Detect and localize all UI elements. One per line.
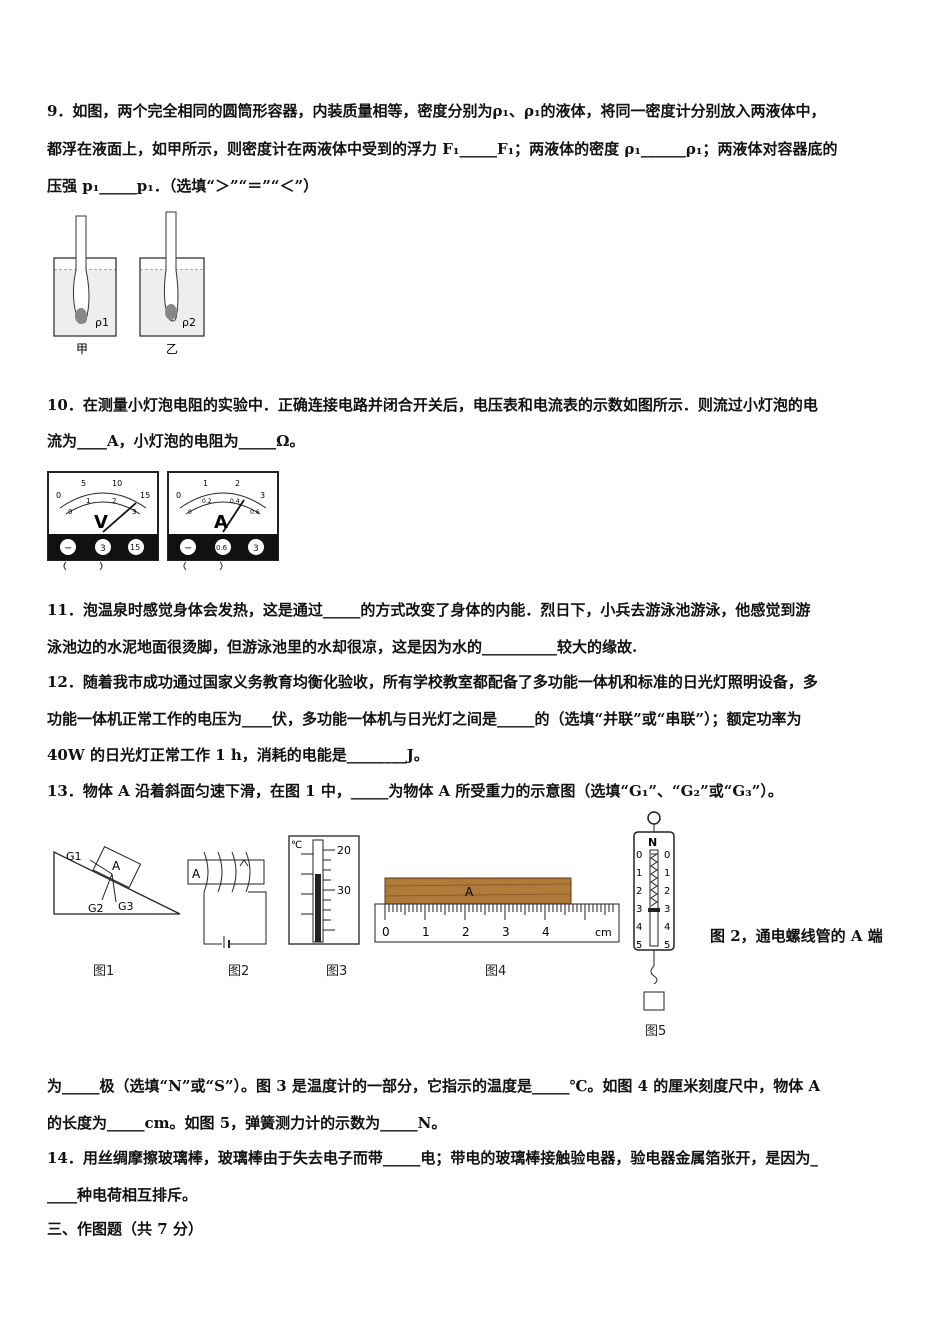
svg-text:A: A xyxy=(465,885,474,899)
svg-text:0: 0 xyxy=(68,508,72,516)
fig1-caption: 图1 xyxy=(93,964,115,979)
fig4-ruler: A 0 1 2 3 4 cm xyxy=(374,877,620,943)
q12-line2: 功能一体机正常工作的电压为____伏，多功能一体机与日光灯之间是_____的（选… xyxy=(47,710,802,728)
q9-line3: 压强 p₁_____p₁．（选填“＞”“＝”“＜”） xyxy=(47,177,319,195)
svg-text:3: 3 xyxy=(664,904,670,915)
ammeter: 0 1 2 3 0 0.2 0.4 0.6 A − 0.6 3 xyxy=(167,471,279,571)
fig2-solenoid: A xyxy=(187,851,267,948)
section-3-heading: 三、作图题（共 7 分） xyxy=(47,1220,203,1238)
fig3-thermometer: ℃ 20 30 xyxy=(288,835,360,945)
svg-text:1: 1 xyxy=(203,479,208,488)
svg-text:G3: G3 xyxy=(118,900,134,913)
svg-text:A: A xyxy=(112,859,121,873)
svg-text:0: 0 xyxy=(636,850,642,861)
svg-text:3: 3 xyxy=(100,544,106,554)
svg-text:1: 1 xyxy=(422,925,430,939)
fig3-scale-ticks xyxy=(301,849,335,931)
svg-text:4: 4 xyxy=(664,922,670,933)
q11-line1: 11．泡温泉时感觉身体会发热，这是通过_____的方式改变了身体的内能．烈日下，… xyxy=(47,601,811,619)
svg-text:0: 0 xyxy=(188,509,192,516)
svg-text:3: 3 xyxy=(132,508,136,516)
q13-line2: 为_____极（选填“N”或“S”）。图 3 是温度计的一部分，它指示的温度是_… xyxy=(47,1077,821,1095)
svg-text:5: 5 xyxy=(81,479,86,488)
svg-text:1: 1 xyxy=(636,868,642,879)
fig1-incline: A G1 G2 G3 xyxy=(53,845,181,915)
ammeter-needle xyxy=(222,499,245,533)
fig3-liquid-column xyxy=(315,874,321,942)
q13-line3: 的长度为_____cm。如图 5，弹簧测力计的示数为_____N。 xyxy=(47,1114,447,1132)
rho1-label: ρ1 xyxy=(95,316,109,329)
svg-text:20: 20 xyxy=(337,844,351,857)
svg-text:0: 0 xyxy=(382,925,390,939)
fig5-scale-labels: 0 1 2 3 4 5 0 1 2 3 4 5 xyxy=(636,850,670,951)
fig5-spring-scale: N 0 1 2 3 4 5 0 1 2 3 4 5 xyxy=(633,811,675,1011)
svg-text:2: 2 xyxy=(636,886,642,897)
svg-text:0: 0 xyxy=(664,850,670,861)
q12-line3: 40W 的日光灯正常工作 1 h，消耗的电能是________J。 xyxy=(47,746,429,764)
label-jia: 甲 xyxy=(76,342,88,356)
fig5-pointer xyxy=(648,908,660,912)
svg-text:10: 10 xyxy=(112,479,122,488)
q10-line2: 流为____A，小灯泡的电阻为_____Ω。 xyxy=(47,432,305,450)
svg-text:2: 2 xyxy=(235,479,240,488)
q12-line1: 12．随着我市成功通过国家义务教育均衡化验收，所有学校教室都配备了多功能一体机和… xyxy=(47,673,818,691)
svg-text:G1: G1 xyxy=(66,850,82,863)
q13-line1: 13．物体 A 沿着斜面匀速下滑，在图 1 中，_____为物体 A 所受重力的… xyxy=(47,782,783,800)
meters-figure: 0 5 10 15 0 1 2 3 V − 3 15 0 1 2 3 0 0.2… xyxy=(47,471,279,571)
svg-text:1: 1 xyxy=(664,868,670,879)
q9-line1: 9．如图，两个完全相同的圆筒形容器，内装质量相等，密度分别为ρ₁、ρ₁的液体，将… xyxy=(47,102,826,120)
svg-text:−: − xyxy=(64,543,72,554)
svg-text:2: 2 xyxy=(112,497,116,505)
q14-line2: ____种电荷相互排斥。 xyxy=(47,1186,198,1204)
hydrometer-figure: ρ1 甲 ρ2 乙 xyxy=(53,211,205,356)
svg-text:0.4: 0.4 xyxy=(230,498,240,505)
svg-text:5: 5 xyxy=(636,940,642,951)
voltmeter-needle xyxy=(102,502,137,533)
svg-text:0.6: 0.6 xyxy=(250,509,260,516)
svg-text:3: 3 xyxy=(636,904,642,915)
svg-text:2: 2 xyxy=(664,886,670,897)
svg-text:5: 5 xyxy=(664,940,670,951)
beaker-yi: ρ2 乙 xyxy=(139,211,205,356)
rho2-label: ρ2 xyxy=(182,316,196,329)
svg-text:4: 4 xyxy=(636,922,642,933)
svg-text:0.2: 0.2 xyxy=(202,498,212,505)
voltmeter-symbol: V xyxy=(94,512,108,533)
voltmeter: 0 5 10 15 0 1 2 3 V − 3 15 xyxy=(47,471,159,571)
svg-text:−: − xyxy=(184,543,192,554)
q14-line1: 14．用丝绸摩擦玻璃棒，玻璃棒由于失去电子而带_____电；带电的玻璃棒接触验电… xyxy=(47,1149,818,1167)
svg-text:1: 1 xyxy=(86,497,90,505)
fig3-caption: 图3 xyxy=(326,964,348,979)
fig4-caption: 图4 xyxy=(485,964,507,979)
fig4-block-a xyxy=(384,877,572,905)
fig2-caption: 图2 xyxy=(228,964,250,979)
q10-line1: 10．在测量小灯泡电阻的实验中．正确连接电路并闭合开关后，电压表和电流表的示数如… xyxy=(47,396,818,414)
svg-text:3: 3 xyxy=(260,491,265,500)
svg-text:0: 0 xyxy=(56,491,61,500)
fig5-caption: 图5 xyxy=(645,1024,667,1039)
svg-text:15: 15 xyxy=(140,491,150,500)
ammeter-symbol: A xyxy=(214,512,228,533)
svg-text:A: A xyxy=(192,867,201,881)
svg-text:0.6: 0.6 xyxy=(216,544,228,552)
svg-text:cm: cm xyxy=(595,926,612,939)
svg-text:15: 15 xyxy=(130,543,140,552)
fig4-ruler-ticks xyxy=(384,904,614,920)
svg-text:30: 30 xyxy=(337,884,351,897)
svg-text:3: 3 xyxy=(502,925,510,939)
svg-text:4: 4 xyxy=(542,925,550,939)
svg-text:℃: ℃ xyxy=(291,840,302,851)
q9-line2: 都浮在液面上，如甲所示，则密度计在两液体中受到的浮力 F₁_____F₁；两液体… xyxy=(47,140,838,158)
svg-text:3: 3 xyxy=(253,544,259,554)
svg-text:N: N xyxy=(648,836,657,849)
svg-text:0: 0 xyxy=(176,491,181,500)
q11-line2: 泳池边的水泥地面很烫脚，但游泳池里的水却很凉，这是因为水的__________较… xyxy=(47,638,638,656)
svg-text:2: 2 xyxy=(462,925,470,939)
beaker-jia: ρ1 甲 xyxy=(53,215,117,356)
label-yi: 乙 xyxy=(166,342,178,356)
svg-text:G2: G2 xyxy=(88,902,104,915)
q13-side-text: 图 2，通电螺线管的 A 端 xyxy=(710,927,883,945)
